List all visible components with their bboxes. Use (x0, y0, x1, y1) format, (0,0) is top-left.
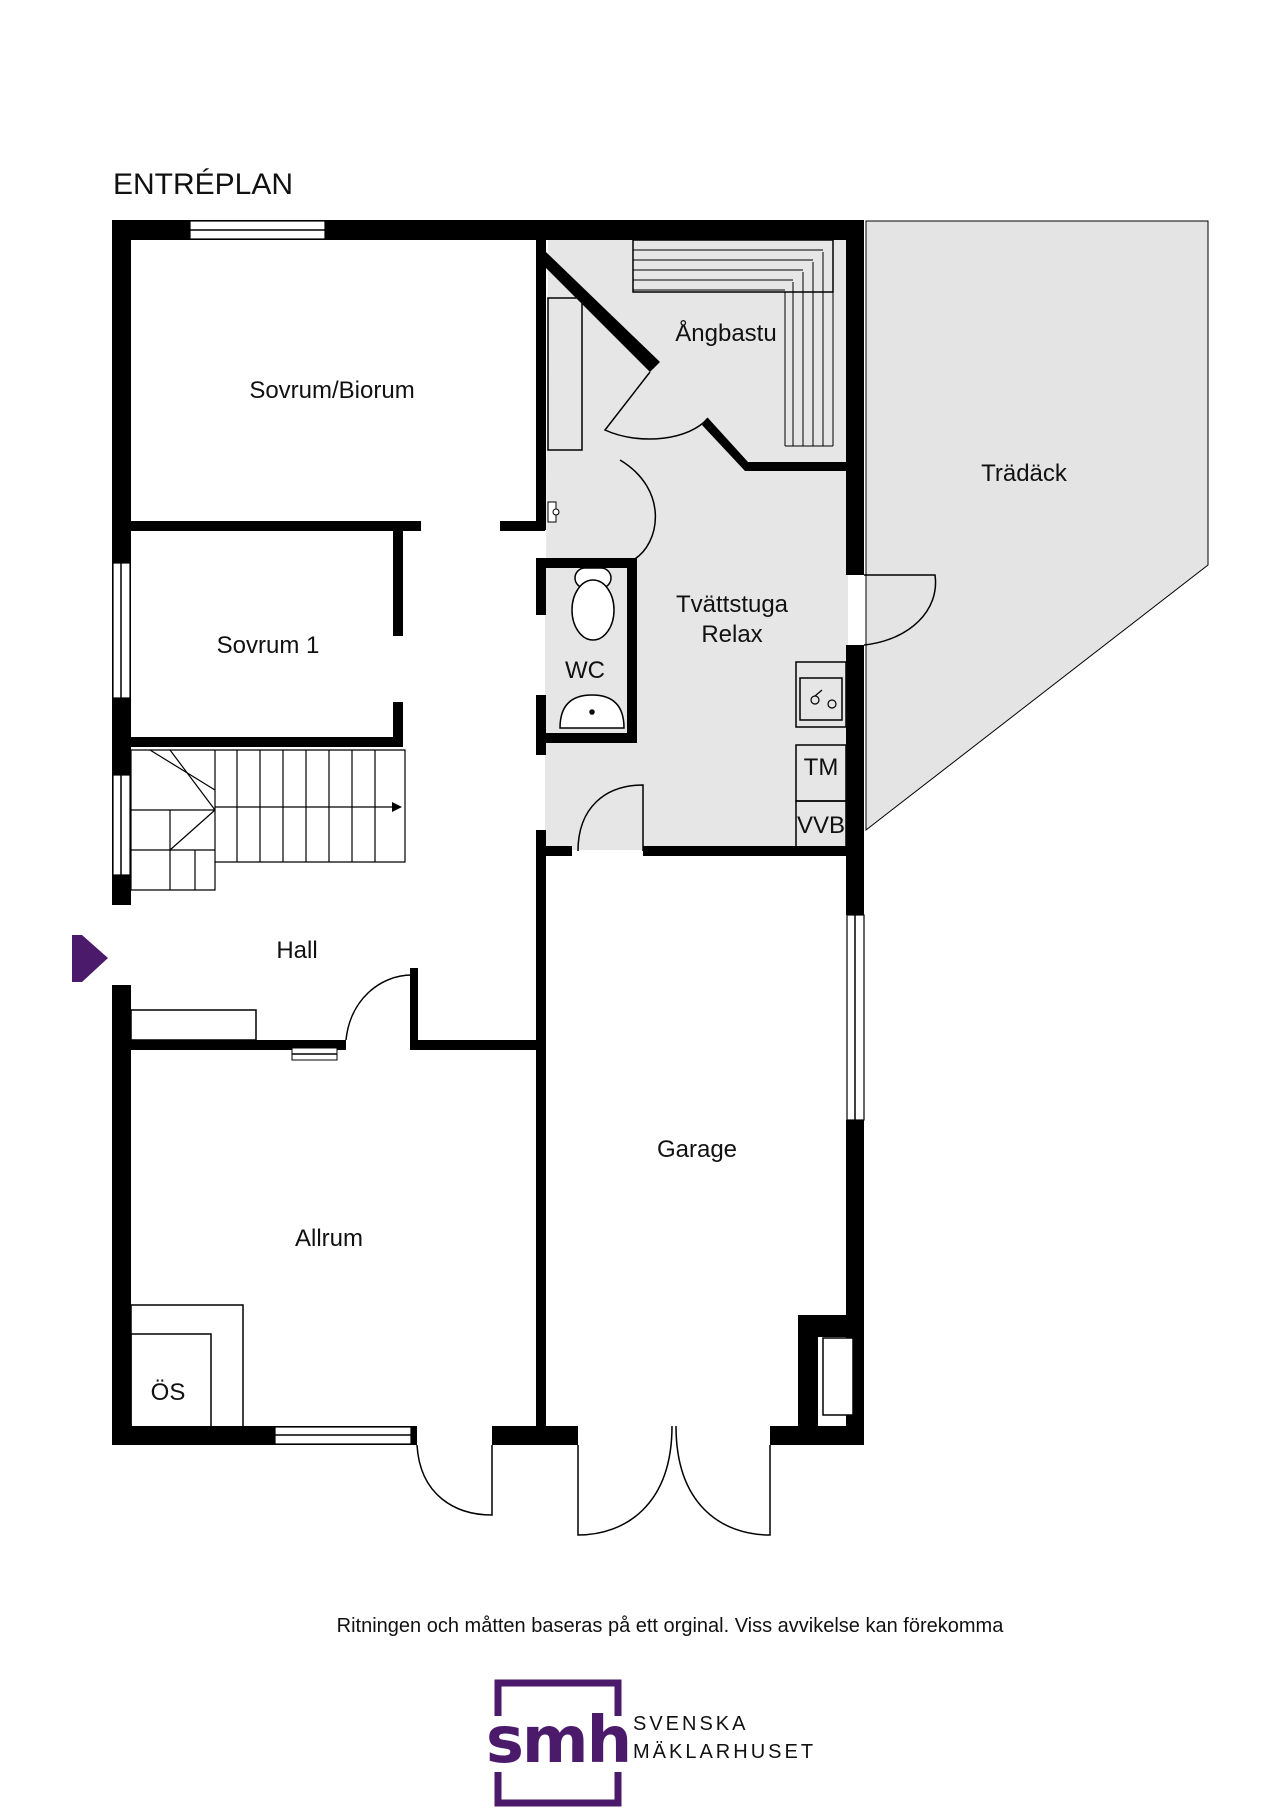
sauna-wall-diagonal (546, 252, 660, 372)
garage-door-right (675, 1425, 771, 1536)
fireplace-outer (130, 1304, 244, 1428)
wall-hall-stub (500, 521, 545, 531)
wall-sovrum-biorum-bottom (131, 521, 421, 531)
room-label-angbastu: Ångbastu (675, 319, 776, 347)
stairs-direction-arrow (215, 802, 402, 812)
wall-garage-top-left (536, 846, 572, 856)
wet-room-door (619, 459, 657, 561)
wall-center-lower (536, 830, 546, 1430)
wall-bottom-mid (492, 1426, 578, 1445)
room-label-sovrum-biorum: Sovrum/Biorum (249, 377, 414, 404)
plan-title: ENTRÉPLAN (113, 168, 293, 201)
garage-door-left (577, 1425, 673, 1536)
wc-sink-icon (559, 694, 625, 729)
wall-left-lower (112, 985, 131, 1445)
room-label-wc: WC (565, 657, 605, 684)
allrum-exterior-door (416, 1444, 493, 1516)
sauna-wall-lower (702, 418, 848, 471)
wall-wc-top (536, 558, 636, 568)
hall-cabinet (130, 1009, 257, 1041)
faucet-icon (547, 501, 560, 523)
wall-allrum-top-left (131, 1040, 346, 1050)
room-label-vvb: VVB (797, 812, 845, 839)
brand-line-1: SVENSKA (633, 1713, 748, 1735)
wall-allrum-door-jamb (410, 968, 418, 1050)
wall-garage-top-right (643, 846, 853, 856)
garage-pillar (798, 1315, 818, 1440)
wall-allrum-top-right (413, 1040, 543, 1050)
stairs (130, 749, 406, 891)
room-label-allrum: Allrum (295, 1225, 363, 1252)
sauna-bench-slats (633, 249, 834, 447)
brand-line-2: MÄKLARHUSET (633, 1741, 816, 1763)
wall-center-upper (536, 240, 546, 530)
room-label-relax: Relax (701, 621, 762, 648)
shelf (547, 297, 583, 451)
brand-logo: smh SVENSKA MÄKLARHUSET (480, 1679, 816, 1807)
deck-door (863, 574, 937, 646)
allrum-door (345, 974, 413, 1041)
vvb-cabinet (795, 800, 847, 850)
room-label-sovrum-1: Sovrum 1 (217, 632, 320, 659)
wall-center-wc-left-top (536, 560, 546, 615)
wall-wc-right (627, 558, 637, 743)
disclaimer-text: Ritningen och måtten baseras på ett orgi… (337, 1615, 1005, 1637)
logo-mark: smh (486, 1704, 630, 1778)
wall-wc-bottom (536, 733, 637, 743)
room-label-tradack: Trädäck (981, 460, 1068, 487)
room-label-tm: TM (804, 754, 839, 781)
room-label-garage: Garage (657, 1136, 737, 1163)
laundry-sink-cabinet (795, 661, 847, 728)
garage-pillar-inner (822, 1337, 854, 1416)
tap-icon (810, 689, 837, 709)
laundry-garage-door (577, 784, 644, 852)
wall-sovrum1-right-top (393, 521, 403, 636)
wall-right-mid (846, 645, 864, 915)
laundry-sink (799, 677, 843, 721)
wall-center-wc-left-bottom (536, 695, 546, 755)
room-label-tvattstuga: Tvättstuga (676, 591, 789, 618)
room-label-os: ÖS (151, 1379, 186, 1406)
toilet-icon (571, 567, 615, 641)
wall-sovrum1-right-bottom (393, 702, 403, 747)
entrance-arrow-icon (72, 935, 108, 982)
sauna-door (603, 371, 709, 440)
garage-pillar-top (798, 1315, 858, 1337)
deck-area (865, 220, 1209, 832)
fireplace-inner (130, 1333, 212, 1428)
wall-right-upper (846, 220, 864, 575)
wall-sovrum1-bottom (131, 737, 403, 747)
room-label-hall: Hall (276, 937, 317, 964)
